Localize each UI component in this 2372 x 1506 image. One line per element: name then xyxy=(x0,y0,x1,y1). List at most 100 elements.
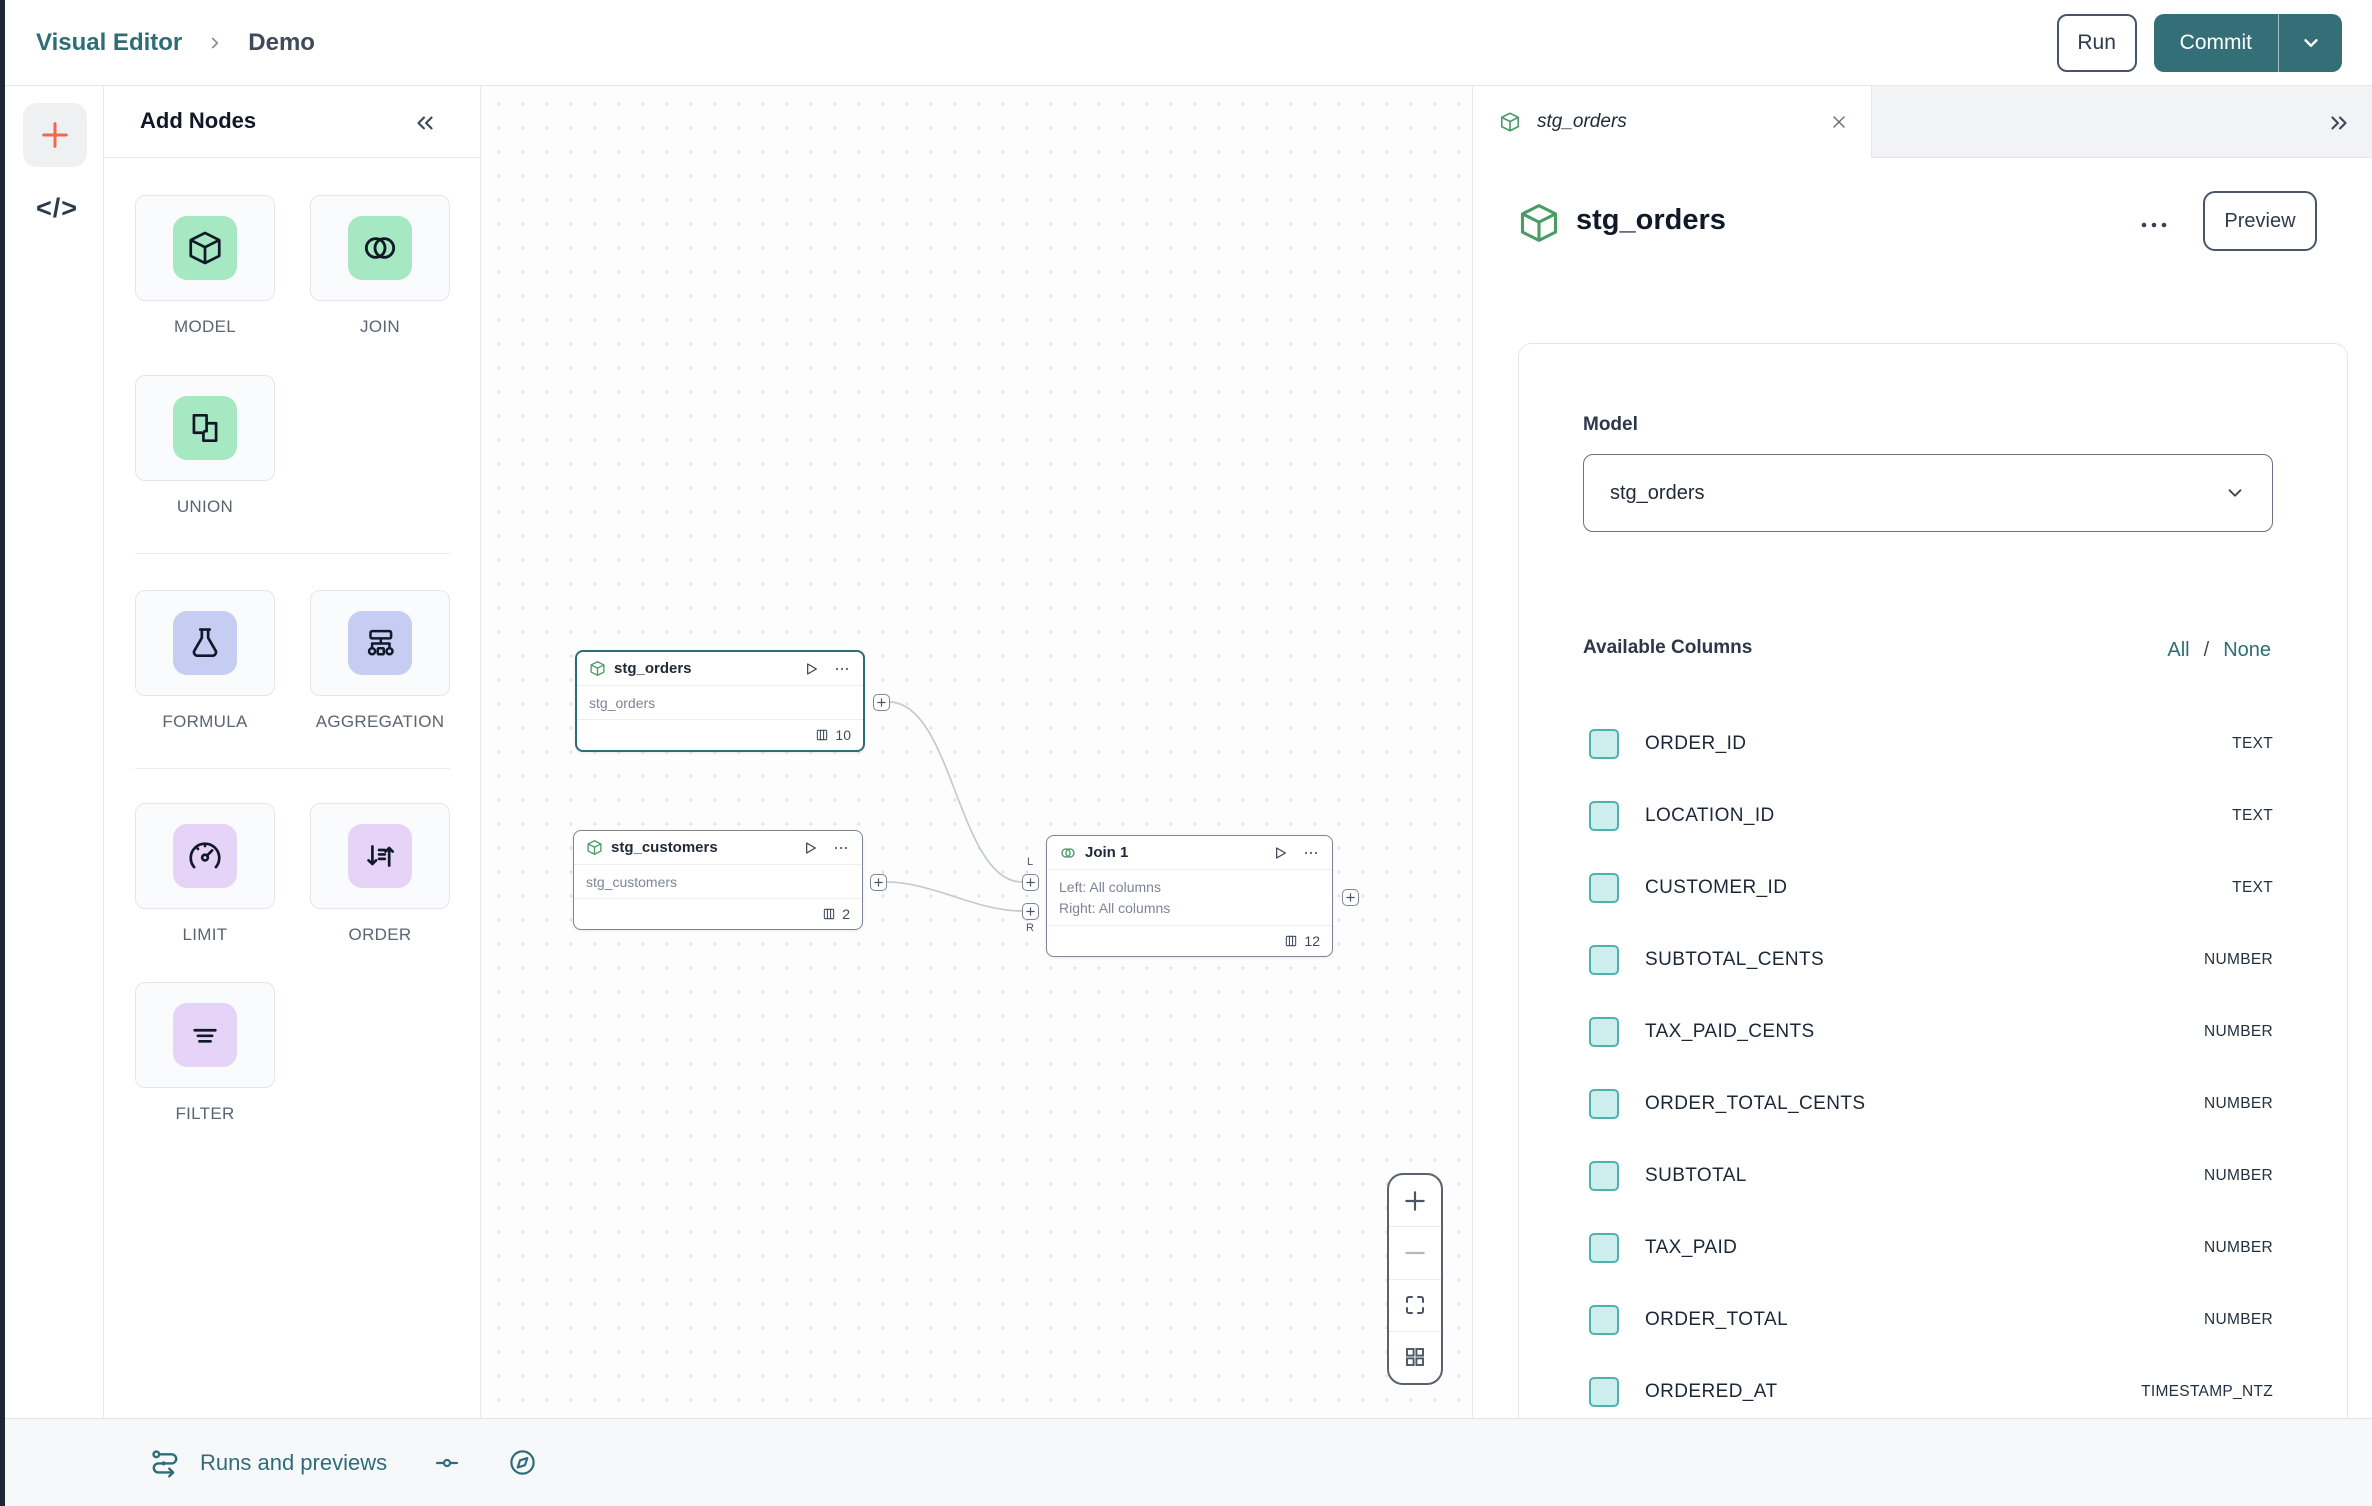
kebab-menu-icon[interactable] xyxy=(832,840,850,856)
runs-and-previews-toggle[interactable]: Runs and previews xyxy=(148,1447,387,1479)
add-nodes-panel: Add Nodes MODEL JOIN UNION FORMULA AGGRE xyxy=(104,86,481,1418)
kebab-menu-icon[interactable] xyxy=(833,661,851,677)
node-footer: 2 xyxy=(574,899,862,929)
select-none-link[interactable]: None xyxy=(2223,639,2271,661)
input-port-join-right[interactable] xyxy=(1022,903,1039,920)
column-checkbox[interactable] xyxy=(1589,1017,1619,1047)
column-row: SUBTOTAL_CENTS NUMBER xyxy=(1589,924,2273,996)
palette-divider xyxy=(135,768,450,769)
palette-item-limit[interactable] xyxy=(135,803,275,909)
column-row: TAX_PAID_CENTS NUMBER xyxy=(1589,996,2273,1068)
column-checkbox[interactable] xyxy=(1589,945,1619,975)
kebab-menu-icon[interactable] xyxy=(1302,845,1320,861)
node-footer: 12 xyxy=(1047,926,1332,956)
breadcrumb-current-page: Demo xyxy=(248,28,315,56)
plus-icon xyxy=(1026,878,1035,887)
breadcrumb: Visual Editor Demo xyxy=(36,29,315,57)
palette-item-filter[interactable] xyxy=(135,982,275,1088)
window-edge xyxy=(0,0,5,1506)
commit-split-button: Commit xyxy=(2153,13,2342,72)
fit-view-button[interactable] xyxy=(1389,1278,1441,1331)
column-checkbox[interactable] xyxy=(1589,1233,1619,1263)
column-name: ORDER_ID xyxy=(1645,733,1747,754)
column-checkbox[interactable] xyxy=(1589,729,1619,759)
grid-view-button[interactable] xyxy=(1389,1330,1441,1383)
inspector-panel: stg_orders stg_orders Preview Model stg_… xyxy=(1473,86,2372,1418)
zoom-in-button[interactable] xyxy=(1389,1175,1441,1226)
close-icon xyxy=(1833,116,1845,128)
play-icon[interactable] xyxy=(803,661,819,677)
node-title: stg_customers xyxy=(611,839,718,856)
column-checkbox[interactable] xyxy=(1589,1161,1619,1191)
column-checkbox[interactable] xyxy=(1589,873,1619,903)
zoom-out-button[interactable] xyxy=(1389,1226,1441,1278)
venn-icon xyxy=(1061,847,1075,858)
code-view-button[interactable]: </> xyxy=(33,188,81,228)
node-stg-orders[interactable]: stg_orders stg_orders 10 xyxy=(575,650,865,752)
input-port-join-left[interactable] xyxy=(1022,874,1039,891)
column-name: TAX_PAID xyxy=(1645,1237,1738,1258)
tab-stg-orders[interactable]: stg_orders xyxy=(1473,86,1872,158)
node-join-1[interactable]: Join 1 Left: All columns Right: All colu… xyxy=(1046,835,1333,957)
breadcrumb-visual-editor[interactable]: Visual Editor xyxy=(36,28,183,56)
inspector-title: stg_orders xyxy=(1576,204,1726,236)
play-icon[interactable] xyxy=(1272,845,1288,861)
kebab-menu-icon xyxy=(2141,222,2167,228)
close-tab-button[interactable] xyxy=(1829,112,1849,132)
column-count: 2 xyxy=(842,906,850,922)
grid-icon xyxy=(1406,1348,1424,1367)
palette-divider xyxy=(135,553,450,554)
node-title: Join 1 xyxy=(1085,844,1129,861)
tab-title: stg_orders xyxy=(1537,111,1627,132)
play-icon[interactable] xyxy=(802,840,818,856)
column-checkbox[interactable] xyxy=(1589,801,1619,831)
commit-button[interactable]: Commit xyxy=(2179,30,2252,54)
flask-icon xyxy=(173,611,237,675)
model-select[interactable]: stg_orders xyxy=(1583,454,2273,532)
column-row: ORDERED_AT TIMESTAMP_NTZ xyxy=(1589,1356,2273,1418)
node-title: stg_orders xyxy=(614,660,692,677)
palette-item-label: FORMULA xyxy=(162,712,248,731)
column-checkbox[interactable] xyxy=(1589,1089,1619,1119)
select-all-link[interactable]: All xyxy=(2167,639,2190,661)
runs-and-previews-label: Runs and previews xyxy=(200,1449,388,1475)
plus-icon xyxy=(877,698,886,707)
node-stg-customers[interactable]: stg_customers stg_customers 2 xyxy=(573,830,863,930)
output-port-join[interactable] xyxy=(1342,889,1359,906)
add-nodes-toggle-button[interactable] xyxy=(23,103,87,167)
chevron-down-icon xyxy=(2228,489,2242,497)
chevrons-right-icon xyxy=(2331,116,2347,130)
node-footer: 10 xyxy=(577,720,863,750)
node-options-button[interactable] xyxy=(2133,210,2175,240)
palette-item-union[interactable] xyxy=(135,375,275,481)
palette-item-model[interactable] xyxy=(135,195,275,301)
code-icon: </> xyxy=(35,192,79,223)
available-columns-list: ORDER_ID TEXT LOCATION_ID TEXT CUSTOMER_… xyxy=(1589,708,2273,1418)
flow-canvas[interactable]: stg_orders stg_orders 10 stg_customers s… xyxy=(481,86,1473,1418)
commit-slider-button[interactable] xyxy=(433,1449,461,1477)
palette-item-formula[interactable] xyxy=(135,590,275,696)
output-port-stg-orders[interactable] xyxy=(873,694,890,711)
compass-button[interactable] xyxy=(507,1447,538,1478)
output-port-stg-customers[interactable] xyxy=(870,874,887,891)
expand-panel-button[interactable] xyxy=(2326,110,2352,136)
column-row: LOCATION_ID TEXT xyxy=(1589,780,2273,852)
cube-icon xyxy=(1517,198,1561,248)
commit-dropdown-button[interactable] xyxy=(2278,13,2342,72)
palette-item-order[interactable] xyxy=(310,803,450,909)
plus-icon xyxy=(42,122,68,148)
column-name: SUBTOTAL_CENTS xyxy=(1645,949,1825,970)
node-join-config: Left: All columns Right: All columns xyxy=(1047,870,1332,926)
columns-icon xyxy=(824,908,835,920)
select-all-none: All / None xyxy=(2167,639,2271,662)
palette-item-label: AGGREGATION xyxy=(315,712,445,731)
collapse-panel-button[interactable] xyxy=(412,110,438,136)
column-checkbox[interactable] xyxy=(1589,1305,1619,1335)
run-button[interactable]: Run xyxy=(2056,13,2137,72)
column-name: SUBTOTAL xyxy=(1645,1165,1747,1186)
column-checkbox[interactable] xyxy=(1589,1377,1619,1407)
palette-item-aggregation[interactable] xyxy=(310,590,450,696)
palette-item-join[interactable] xyxy=(310,195,450,301)
preview-button[interactable]: Preview xyxy=(2203,191,2317,251)
column-row: TAX_PAID NUMBER xyxy=(1589,1212,2273,1284)
